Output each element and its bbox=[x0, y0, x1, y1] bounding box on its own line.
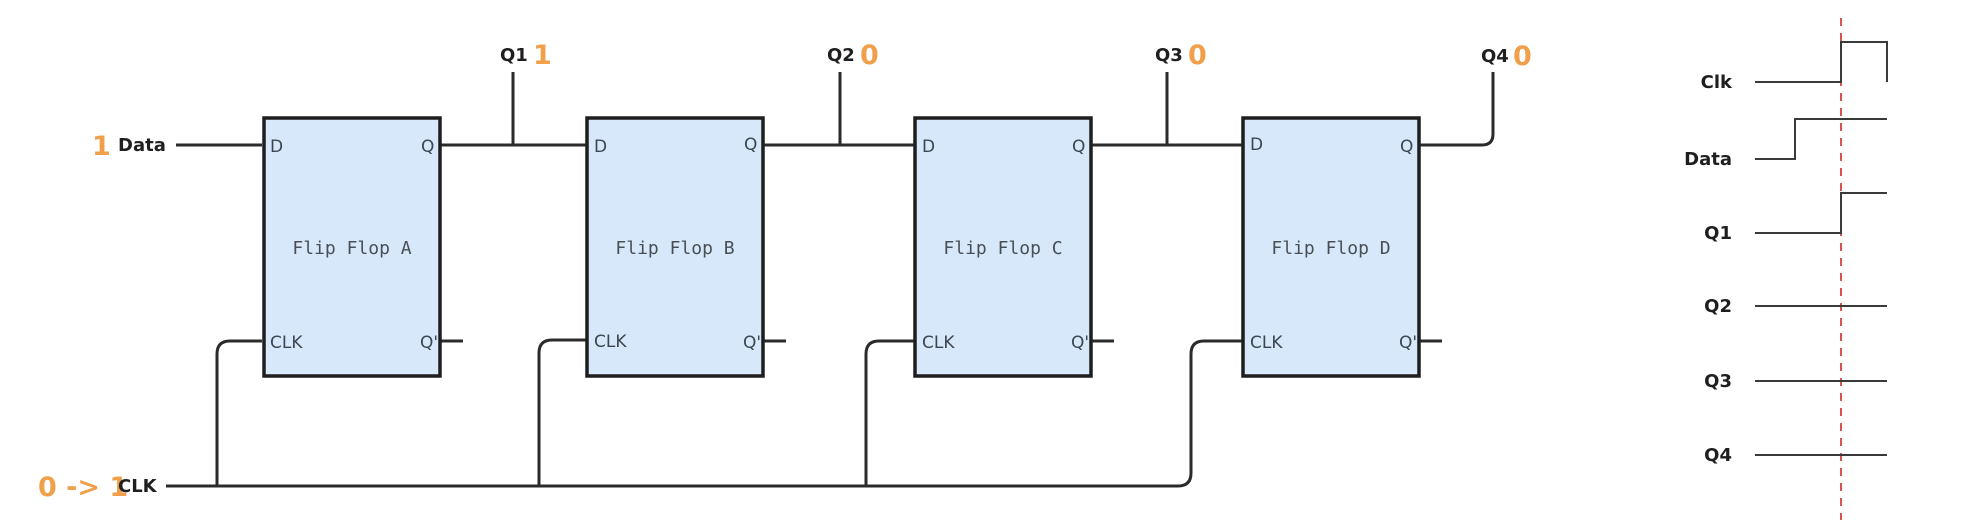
pin-clk: CLK bbox=[270, 333, 303, 353]
timing-label-clk: Clk bbox=[1701, 72, 1733, 93]
clk-bus bbox=[166, 339, 1242, 488]
output-label-q3: Q3 bbox=[1155, 45, 1183, 66]
output-value-q3: 0 bbox=[1188, 40, 1207, 71]
pin-qn: Q' bbox=[1399, 333, 1417, 353]
clk-input-label: CLK bbox=[118, 476, 158, 497]
pin-clk: CLK bbox=[922, 333, 955, 353]
output-value-q2: 0 bbox=[860, 40, 879, 71]
wire-q4 bbox=[1420, 72, 1495, 147]
pin-clk: CLK bbox=[594, 332, 627, 352]
pin-q: Q bbox=[744, 135, 757, 155]
pin-d: D bbox=[1250, 135, 1263, 155]
clk-branch-b bbox=[537, 338, 586, 486]
flip-flop-title: Flip Flop B bbox=[615, 238, 734, 259]
waveform-data bbox=[1755, 118, 1887, 160]
pin-q: Q bbox=[1400, 137, 1413, 157]
pin-qn: Q' bbox=[1071, 333, 1089, 353]
timing-label-q3: Q3 bbox=[1704, 371, 1732, 392]
pin-qn: Q' bbox=[743, 333, 761, 353]
data-input-value: 1 bbox=[92, 131, 111, 162]
pin-d: D bbox=[922, 137, 935, 157]
output-label-q2: Q2 bbox=[827, 45, 855, 66]
pin-d: D bbox=[594, 137, 607, 157]
pin-qn: Q' bbox=[420, 333, 438, 353]
pin-clk: CLK bbox=[1250, 333, 1283, 353]
clk-branch-a bbox=[215, 339, 262, 486]
pin-q: Q bbox=[1072, 137, 1085, 157]
timing-label-q2: Q2 bbox=[1704, 296, 1732, 317]
clk-branch-c bbox=[864, 339, 914, 486]
timing-label-q4: Q4 bbox=[1704, 445, 1732, 466]
waveform-clk bbox=[1755, 41, 1888, 83]
waveform-q1 bbox=[1755, 192, 1887, 234]
output-label-q4: Q4 bbox=[1481, 46, 1509, 67]
pin-q: Q bbox=[421, 137, 434, 157]
flip-flop-b[interactable]: D Q CLK Q' Flip Flop B bbox=[585, 116, 765, 378]
flip-flop-d[interactable]: D Q CLK Q' Flip Flop D bbox=[1241, 116, 1421, 378]
flip-flop-a[interactable]: D Q CLK Q' Flip Flop A bbox=[262, 116, 442, 378]
data-input-label: Data bbox=[118, 135, 166, 156]
clk-input-value: 0 -> 1 bbox=[38, 472, 128, 503]
pin-d: D bbox=[270, 137, 283, 157]
flip-flop-c[interactable]: D Q CLK Q' Flip Flop C bbox=[913, 116, 1093, 378]
output-value-q1: 1 bbox=[533, 40, 552, 71]
flip-flop-title: Flip Flop C bbox=[943, 238, 1062, 259]
flip-flop-title: Flip Flop A bbox=[292, 238, 411, 259]
output-value-q4: 0 bbox=[1513, 41, 1532, 72]
timing-label-data: Data bbox=[1684, 149, 1732, 170]
timing-label-q1: Q1 bbox=[1704, 223, 1732, 244]
flip-flop-title: Flip Flop D bbox=[1271, 238, 1390, 259]
output-label-q1: Q1 bbox=[500, 45, 528, 66]
